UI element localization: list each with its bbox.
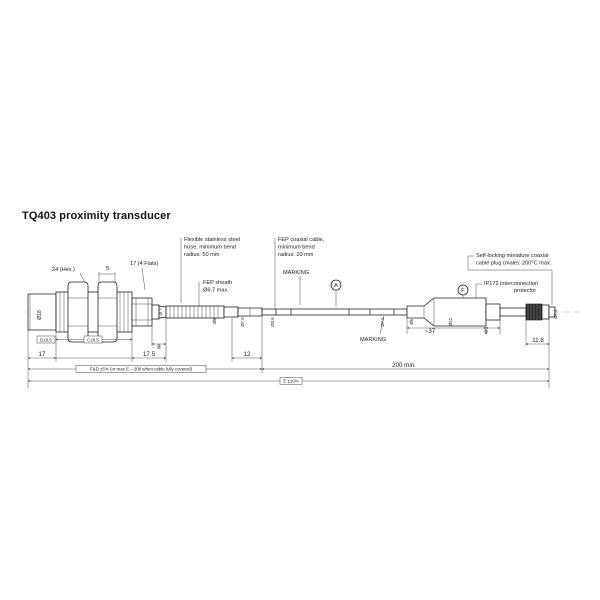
- connector-label: Self-locking miniature coaxial cable plu…: [476, 253, 552, 267]
- dim-d12: Ø12: [448, 317, 453, 326]
- dim-d8: Ø8: [212, 318, 217, 324]
- dim-d72: Ø7.2: [553, 309, 558, 319]
- dim-tol-c: C±0.5: [87, 337, 99, 342]
- dim-len-9: 9: [484, 329, 488, 336]
- dim-len-12: 12: [244, 351, 251, 358]
- svg-text:FEP sheath: FEP sheath: [203, 280, 232, 286]
- fep-sheath-label: FEP sheath Ø6.7 max.: [203, 280, 232, 294]
- hex-label: 24 (Hex.): [52, 267, 75, 273]
- circle-f-label: F: [461, 288, 465, 294]
- dim-d75a: Ø7.5: [240, 317, 245, 327]
- dim-len-8: 8: [157, 344, 161, 351]
- dim-len-fd: F&D ±5% (or max E – 200 when cable fully…: [90, 367, 193, 372]
- svg-text:minimum bend: minimum bend: [278, 245, 315, 251]
- fep-coax-label: FEP coaxial cable, minimum bend radius: …: [278, 237, 325, 258]
- dim-tol-d: D±0.5: [40, 337, 52, 342]
- flexible-hose: [165, 305, 263, 319]
- dim-d18: Ø18: [37, 310, 43, 320]
- svg-text:IP172 interconnection: IP172 interconnection: [484, 281, 538, 287]
- flexible-hose-label: Flexible stainless steel hose, minimum b…: [184, 237, 240, 258]
- dim-len-37: ~37: [425, 328, 436, 335]
- svg-text:FEP coaxial cable,: FEP coaxial cable,: [278, 237, 325, 243]
- dim-len-17-5: 17.5: [143, 351, 156, 358]
- marking-bottom-label: MARKING: [360, 337, 386, 343]
- svg-text:Flexible stainless steel: Flexible stainless steel: [184, 237, 240, 243]
- dim-len-e: E ±10%: [283, 379, 298, 384]
- svg-text:protector: protector: [514, 288, 536, 294]
- ip172-protector: [406, 297, 527, 327]
- coaxial-plug: [525, 303, 556, 321]
- svg-text:Ø6.7 max.: Ø6.7 max.: [203, 288, 229, 294]
- dim-len-200: 200 min.: [392, 362, 416, 369]
- nut-width-label: 5: [106, 266, 109, 272]
- dim-d5: Ø5: [409, 319, 414, 325]
- ip172-label: IP172 interconnection protector: [484, 281, 538, 294]
- circle-a-label: A: [334, 283, 338, 289]
- dim-len-11-8: 11.8: [532, 337, 544, 344]
- svg-text:cable plug (male): 200°C max.: cable plug (male): 200°C max.: [476, 261, 552, 267]
- marking-top-label: MARKING: [283, 270, 309, 276]
- svg-text:Self-locking miniature coaxial: Self-locking miniature coaxial: [476, 253, 548, 259]
- dim-d36: Ø3.6: [270, 317, 275, 327]
- dim-len-17: 17: [39, 351, 46, 358]
- dim-probe-dia: Ø 7: [158, 308, 163, 316]
- probe-body: [27, 281, 167, 343]
- svg-text:hose, minimum bend: hose, minimum bend: [184, 245, 236, 251]
- flats-label: 17 (4 Flats): [130, 261, 158, 267]
- page-title: TQ403 proximity transducer: [22, 210, 171, 222]
- svg-text:radius: 20 mm: radius: 20 mm: [278, 252, 314, 258]
- fep-coax-cable: [261, 308, 408, 316]
- svg-text:radius: 50 mm: radius: 50 mm: [184, 252, 220, 258]
- dim-d75b: Ø7.5: [380, 317, 385, 327]
